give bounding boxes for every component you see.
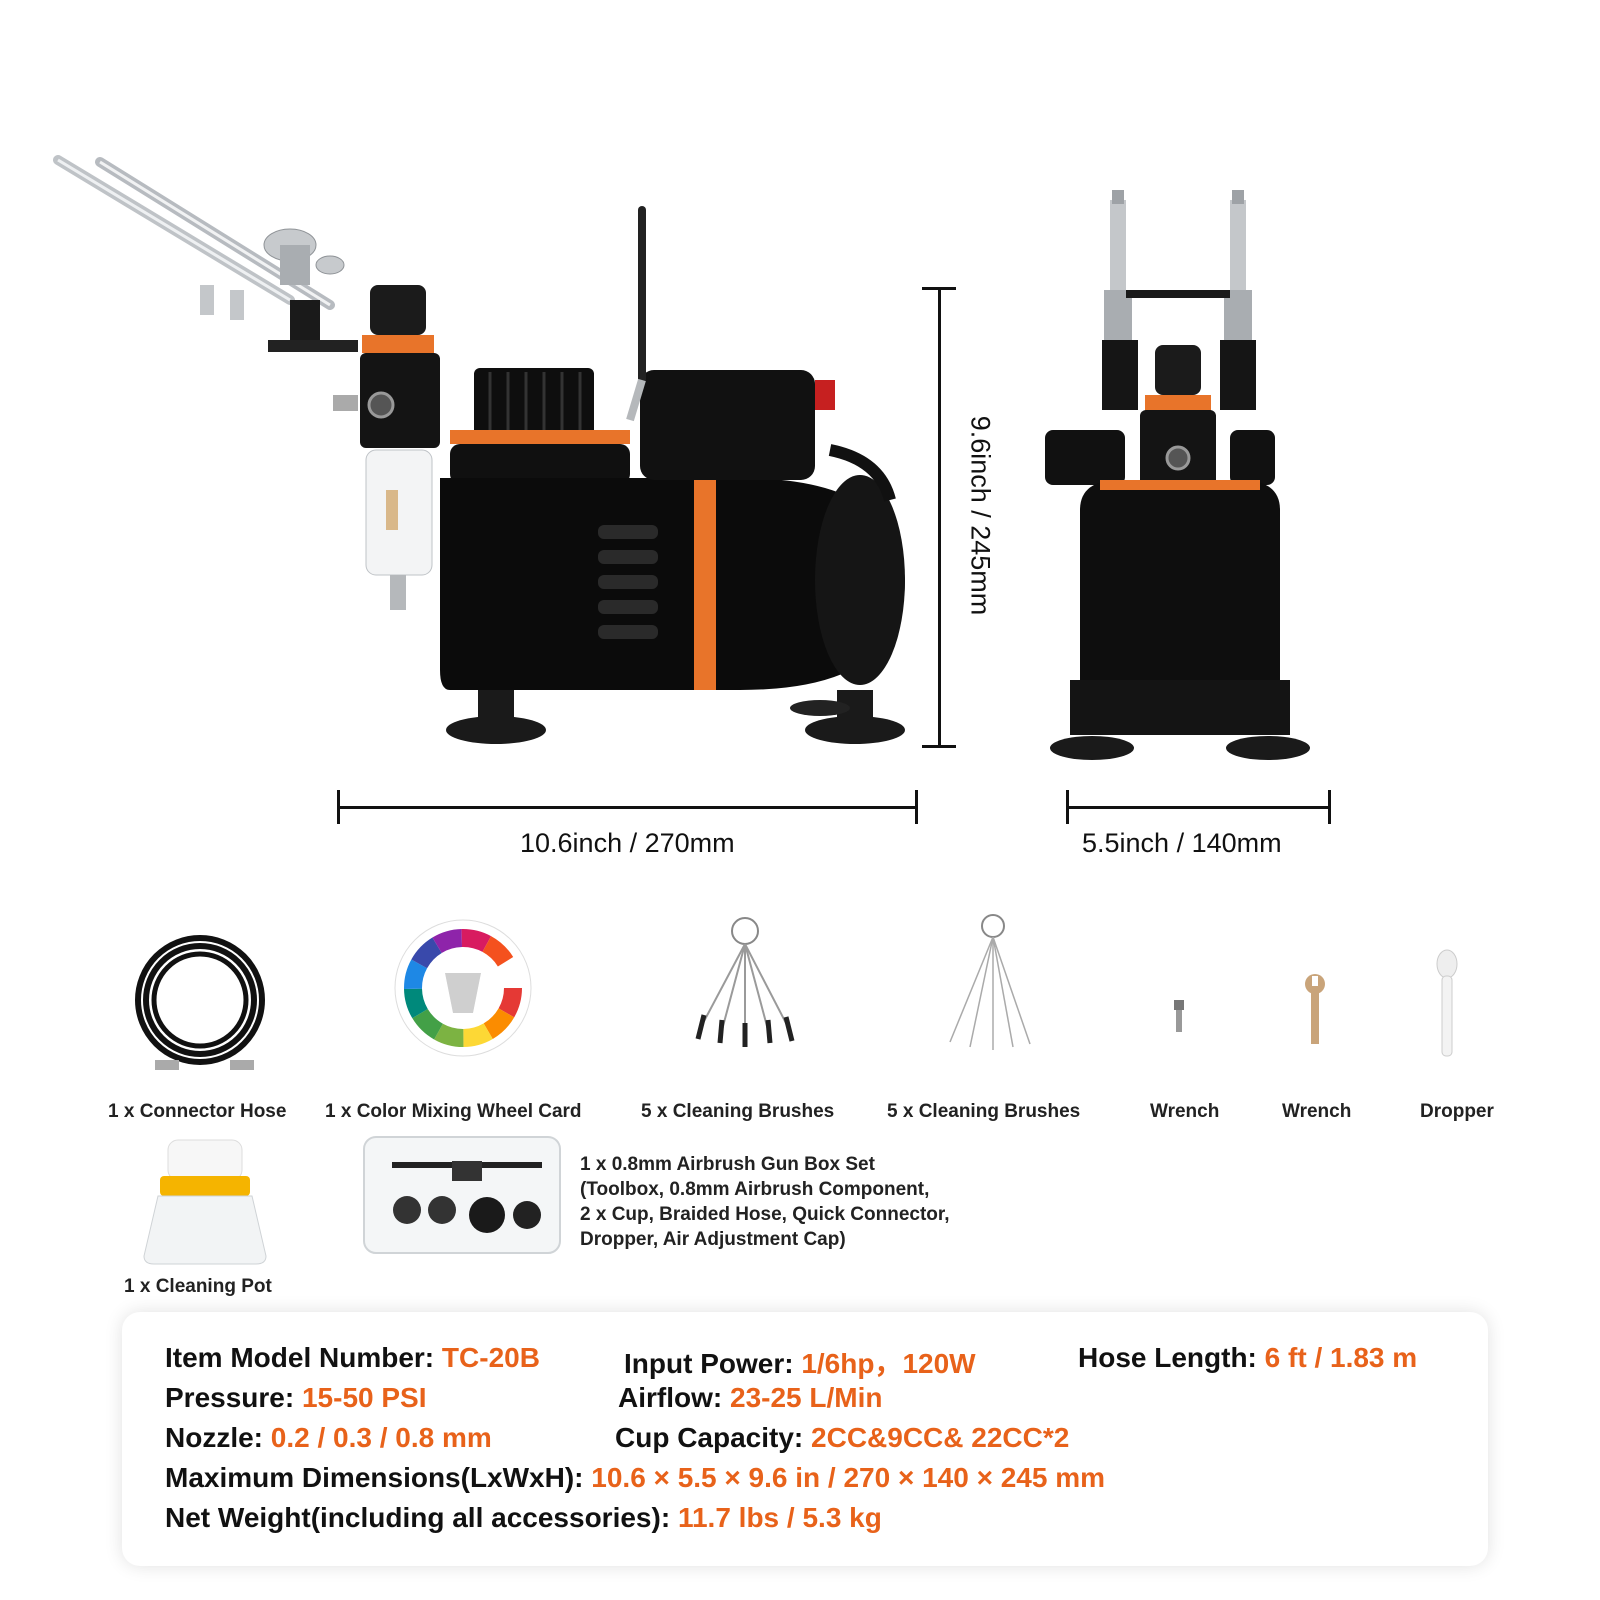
side-width-tick-right bbox=[1328, 790, 1331, 824]
side-width-dimension-line bbox=[1066, 806, 1330, 809]
spec-hose-label: Hose Length: bbox=[1078, 1342, 1257, 1373]
front-width-dimension-label: 10.6inch / 270mm bbox=[520, 828, 735, 858]
spec-power: Input Power: 1/6hp，120W bbox=[624, 1342, 976, 1382]
accessory-label-wrench-2: Wrench bbox=[1282, 1101, 1352, 1122]
spec-model-label: Item Model Number: bbox=[165, 1342, 435, 1373]
front-width-tick-left bbox=[337, 790, 340, 824]
accessory-label-wrench-1: Wrench bbox=[1150, 1101, 1220, 1122]
accessory-label-color-wheel: 1 x Color Mixing Wheel Card bbox=[325, 1101, 582, 1122]
compressor-front-view bbox=[53, 155, 905, 744]
spec-pressure: Pressure: 15-50 PSI bbox=[165, 1382, 427, 1414]
accessory-label-cleaning-pot: 1 x Cleaning Pot bbox=[124, 1276, 272, 1297]
height-dimension-tick-bottom bbox=[922, 745, 956, 748]
spec-pressure-value: 15-50 PSI bbox=[301, 1382, 427, 1413]
kit-line-3: 2 x Cup, Braided Hose, Quick Connector, bbox=[580, 1204, 950, 1225]
cleaning-pot-icon bbox=[143, 1139, 267, 1265]
spec-hose: Hose Length: 6 ft / 1.83 m bbox=[1078, 1342, 1417, 1374]
height-dimension-tick-top bbox=[922, 287, 956, 290]
spec-power-label: Input Power: bbox=[624, 1348, 794, 1379]
spec-max-dimensions: Maximum Dimensions(LxWxH): 10.6 × 5.5 × … bbox=[165, 1462, 1105, 1494]
hose-icon bbox=[135, 935, 265, 1070]
height-dimension-line bbox=[938, 287, 941, 747]
airbrush-holder-icon bbox=[1102, 190, 1256, 410]
spec-max-dimensions-value: 10.6 × 5.5 × 9.6 in / 270 × 140 × 245 mm bbox=[591, 1462, 1105, 1493]
spec-airflow: Airflow: 23-25 L/Min bbox=[618, 1382, 882, 1414]
compressor-side-view bbox=[1045, 190, 1310, 760]
front-width-tick-right bbox=[915, 790, 918, 824]
spec-airflow-value: 23-25 L/Min bbox=[730, 1382, 883, 1413]
accessory-label-connector-hose: 1 x Connector Hose bbox=[108, 1101, 287, 1122]
airbrush-gun-icon bbox=[53, 155, 358, 352]
spec-airflow-label: Airflow: bbox=[618, 1382, 723, 1413]
color-wheel-icon bbox=[394, 919, 532, 1057]
spec-pressure-label: Pressure: bbox=[165, 1382, 295, 1413]
wrench-icon bbox=[1305, 974, 1325, 1044]
needles-icon bbox=[949, 914, 1031, 1050]
spec-net-weight-label: Net Weight(including all accessories): bbox=[165, 1502, 671, 1533]
spec-max-dimensions-label: Maximum Dimensions(LxWxH): bbox=[165, 1462, 584, 1493]
spec-net-weight-value: 11.7 lbs / 5.3 kg bbox=[677, 1502, 882, 1533]
airbrush-kit-box-icon bbox=[363, 1136, 561, 1254]
spec-nozzle: Nozzle: 0.2 / 0.3 / 0.8 mm bbox=[165, 1422, 492, 1454]
accessory-label-dropper: Dropper bbox=[1420, 1101, 1494, 1122]
spec-cup-label: Cup Capacity: bbox=[615, 1422, 804, 1453]
spec-power-value: 1/6hp，120W bbox=[801, 1348, 976, 1379]
kit-line-1: 1 x 0.8mm Airbrush Gun Box Set bbox=[580, 1154, 875, 1175]
front-width-dimension-line bbox=[337, 806, 917, 809]
airbrush-kit-description: 1 x 0.8mm Airbrush Gun Box Set (Toolbox,… bbox=[580, 1152, 950, 1252]
small-wrench-icon bbox=[1174, 1000, 1184, 1032]
brushes-icon bbox=[695, 917, 795, 1047]
height-dimension-label: 9.6inch / 245mm bbox=[965, 415, 996, 616]
kit-line-4: Dropper, Air Adjustment Cap) bbox=[580, 1229, 846, 1250]
kit-line-2: (Toolbox, 0.8mm Airbrush Component, bbox=[580, 1179, 930, 1200]
spec-model-value: TC-20B bbox=[441, 1342, 540, 1373]
side-width-tick-left bbox=[1066, 790, 1069, 824]
spec-model: Item Model Number: TC-20B bbox=[165, 1342, 540, 1374]
compressor-body-icon bbox=[440, 206, 905, 744]
spec-nozzle-label: Nozzle: bbox=[165, 1422, 263, 1453]
regulator-filter-icon bbox=[333, 285, 440, 610]
spec-cup: Cup Capacity: 2CC&9CC& 22CC*2 bbox=[615, 1422, 1069, 1454]
dropper-icon bbox=[1436, 949, 1458, 1057]
accessory-label-cleaning-brushes: 5 x Cleaning Brushes bbox=[641, 1101, 835, 1122]
spec-nozzle-value: 0.2 / 0.3 / 0.8 mm bbox=[270, 1422, 492, 1453]
spec-cup-value: 2CC&9CC& 22CC*2 bbox=[811, 1422, 1070, 1453]
accessory-label-cleaning-needles: 5 x Cleaning Brushes bbox=[887, 1101, 1081, 1122]
side-width-dimension-label: 5.5inch / 140mm bbox=[1082, 828, 1282, 858]
spec-hose-value: 6 ft / 1.83 m bbox=[1264, 1342, 1418, 1373]
specifications-card bbox=[122, 1312, 1488, 1566]
spec-net-weight: Net Weight(including all accessories): 1… bbox=[165, 1502, 882, 1534]
compressor-body-icon bbox=[1045, 430, 1310, 760]
